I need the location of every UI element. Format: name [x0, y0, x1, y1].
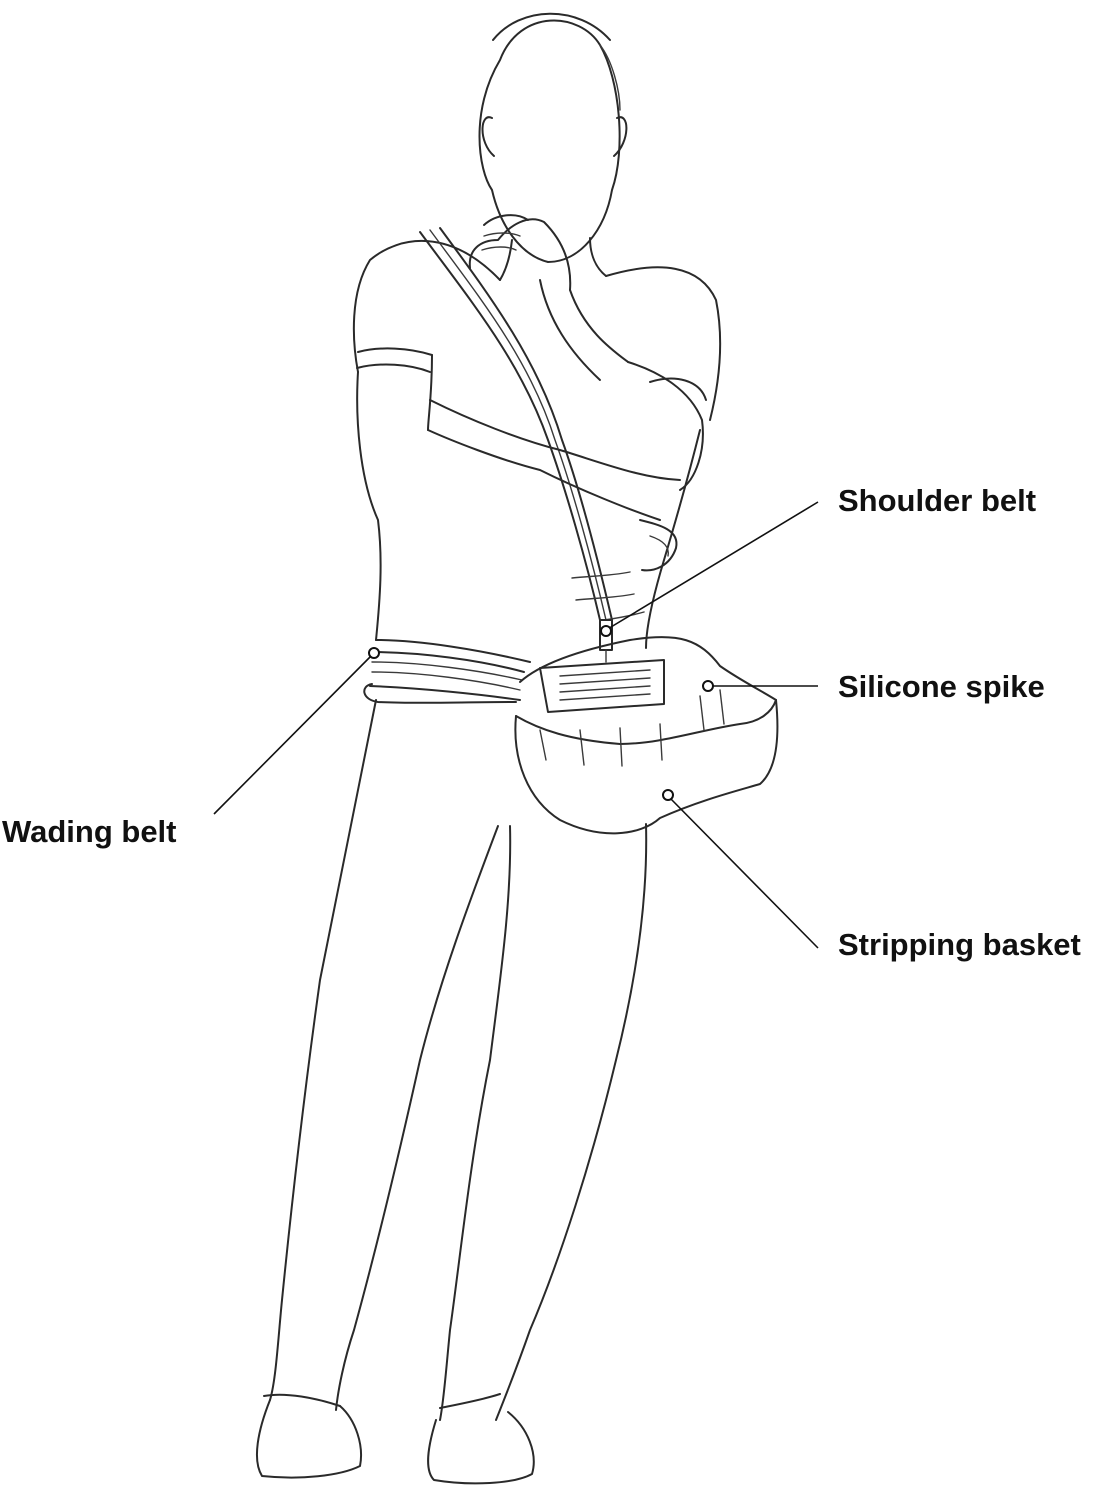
- dot-shoulder-belt: [600, 625, 612, 637]
- man-hand-chin: [468, 214, 629, 381]
- man-torso: [352, 227, 722, 649]
- callout-stripping-basket: Stripping basket: [838, 927, 1081, 962]
- callout-shoulder-belt: Shoulder belt: [838, 483, 1037, 518]
- leader-shoulder-belt: [605, 501, 819, 631]
- man-wading-belt: [363, 571, 645, 704]
- callout-wading-belt: Wading belt: [2, 814, 177, 849]
- man-forearm: [427, 361, 704, 572]
- dot-stripping-basket: [662, 789, 674, 801]
- callout-silicone-spike: Silicone spike: [838, 669, 1045, 704]
- callout-leaders: [213, 501, 819, 949]
- dot-silicone-spike: [702, 680, 714, 692]
- leader-wading-belt: [213, 652, 375, 815]
- dot-wading-belt: [368, 647, 380, 659]
- leader-stripping-basket: [667, 795, 819, 949]
- stripping-basket: [514, 619, 779, 835]
- man-legs: [256, 699, 648, 1485]
- man-head: [478, 12, 628, 281]
